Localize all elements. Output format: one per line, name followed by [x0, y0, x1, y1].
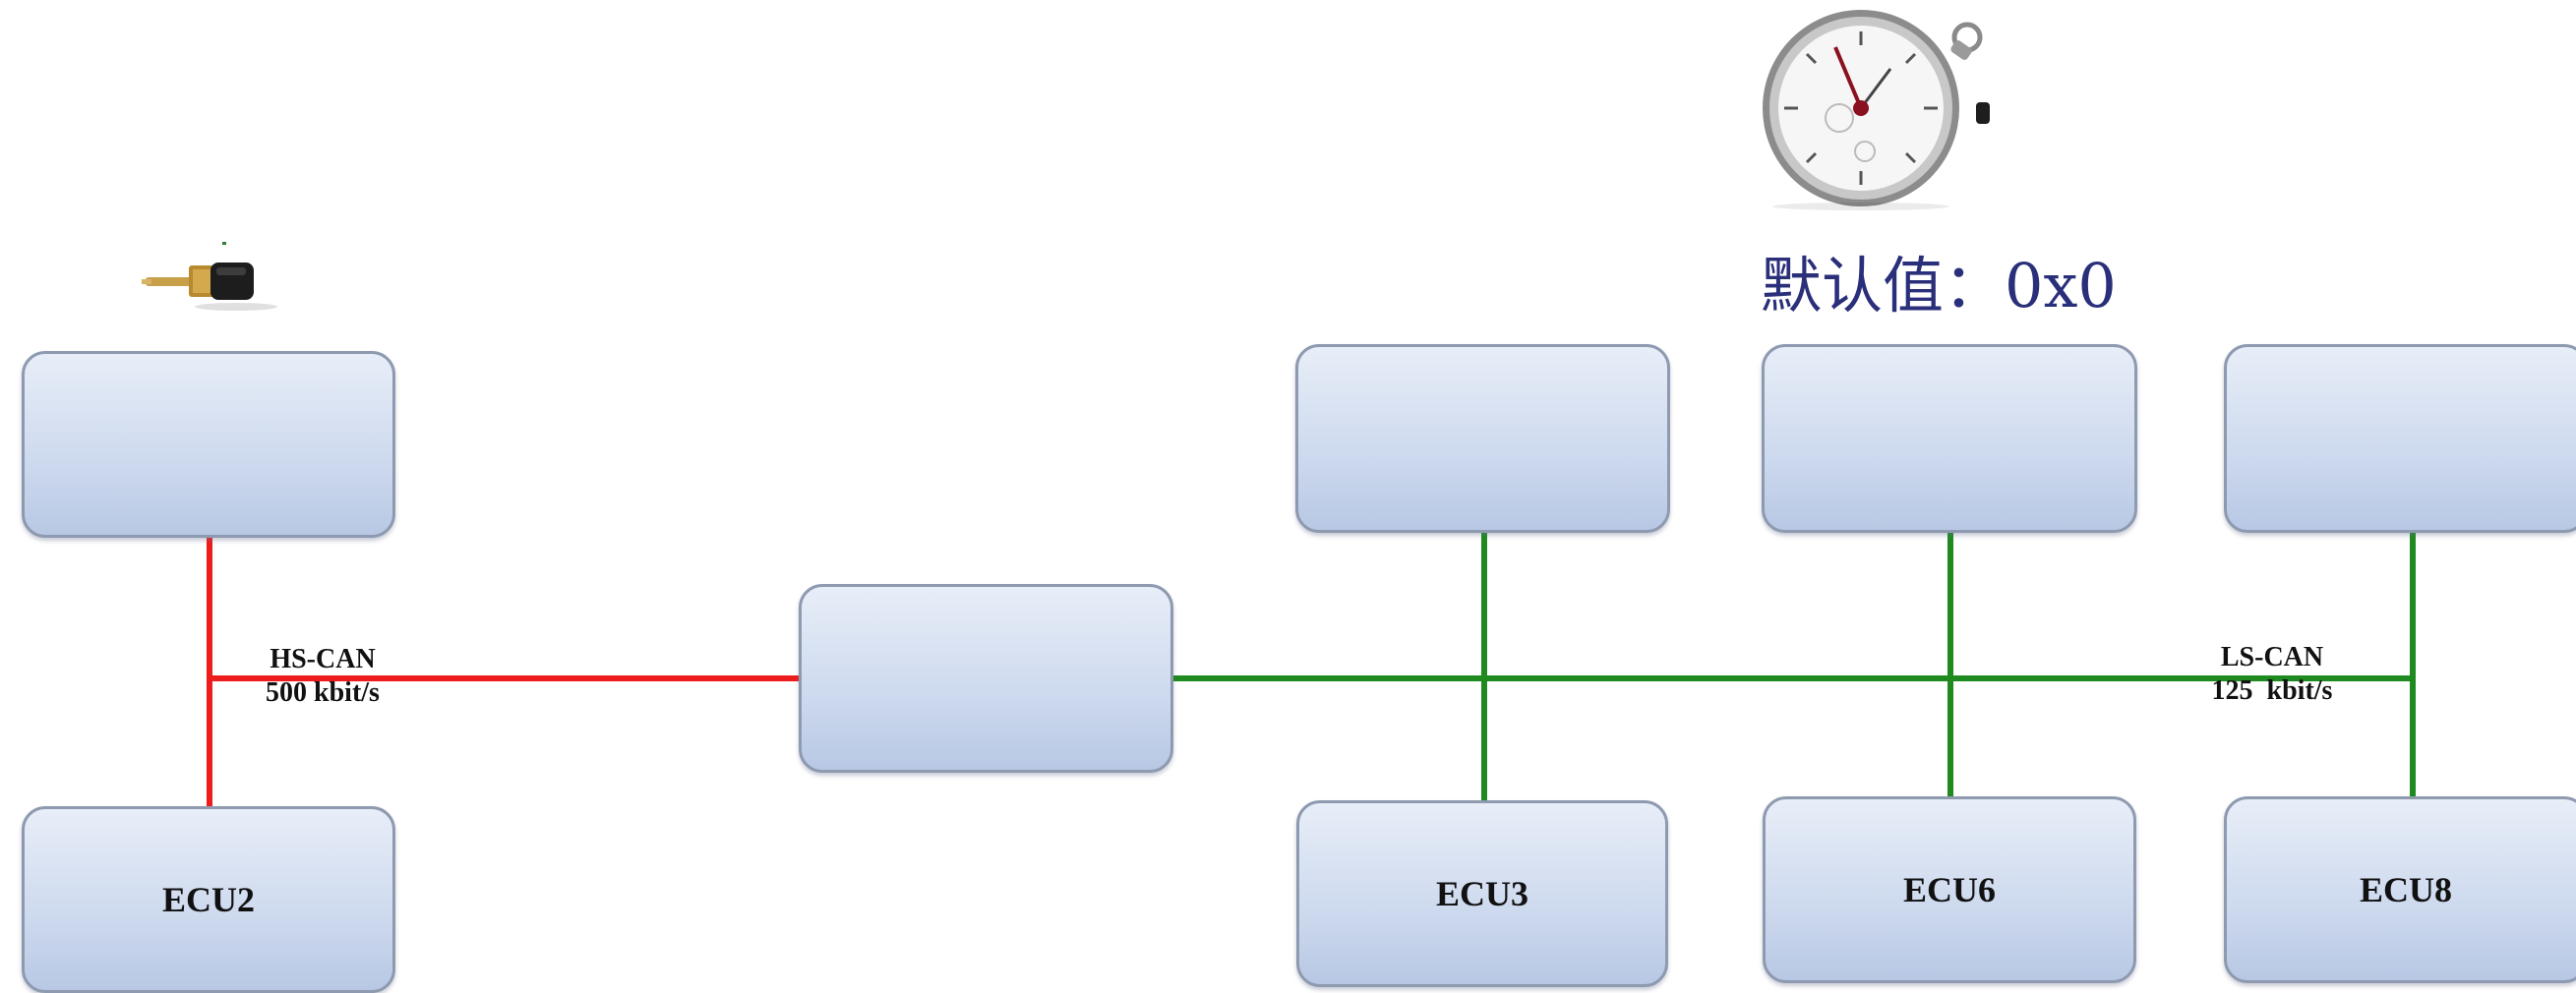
ecu-box-top-3 [1295, 344, 1670, 533]
ls-can-bus [1170, 531, 2416, 804]
ecu-box-top-6 [1762, 344, 2137, 533]
default-value-text: 默认值：0x0 [1761, 250, 2117, 321]
ls-can-label: LS-CAN 125 kbit/s [2174, 641, 2370, 708]
stopwatch-icon [1763, 10, 1990, 210]
ls-can-name: LS-CAN [2220, 642, 2324, 672]
ecu-label: ECU2 [161, 880, 255, 919]
hs-can-name: HS-CAN [270, 644, 376, 674]
ecu-box-ecu6: ECU6 [1763, 796, 2136, 983]
ecu-label: ECU3 [1435, 874, 1528, 913]
sensor-icon [142, 242, 277, 311]
ecu-box-top-left [22, 351, 395, 538]
hs-can-label: HS-CAN 500 kbit/s [224, 643, 421, 710]
ecu-label: ECU6 [1902, 870, 1996, 909]
hs-can-bus [207, 536, 802, 811]
ecu-box-top-8 [2224, 344, 2576, 533]
gateway-box [799, 584, 1173, 773]
ecu-label: ECU8 [2359, 870, 2452, 909]
ecu-box-ecu3: ECU3 [1296, 800, 1668, 987]
hs-can-rate: 500 kbit/s [266, 677, 380, 708]
ls-can-rate: 125 kbit/s [2211, 675, 2333, 706]
ecu-box-ecu8: ECU8 [2224, 796, 2576, 983]
ecu-box-ecu2: ECU2 [22, 806, 395, 993]
